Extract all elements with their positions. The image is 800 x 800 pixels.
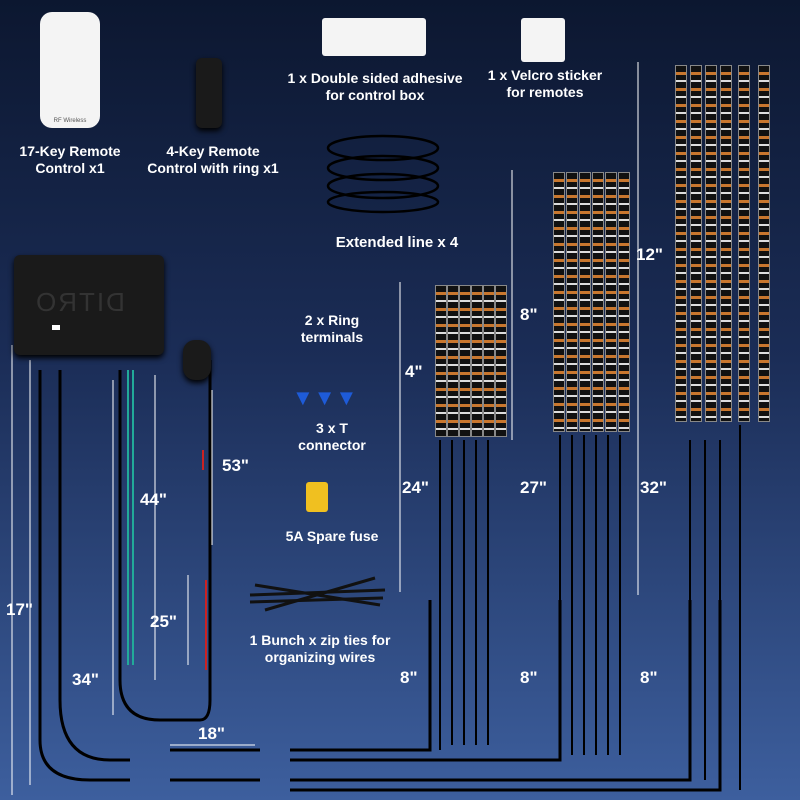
extension-8in-label-3: 8" <box>640 668 658 687</box>
wire-27in-label: 27" <box>520 478 547 497</box>
led-8in-strip <box>579 172 591 432</box>
led-4in-strip <box>459 285 471 437</box>
double-sided-adhesive-image <box>322 18 426 56</box>
strip-8in-label: 8" <box>520 305 538 324</box>
led-12in-strip <box>705 65 717 422</box>
fuse-icon <box>306 482 328 512</box>
zip-ties-image <box>249 576 386 612</box>
led-4in-strip <box>495 285 507 437</box>
velcro-sticker-image <box>521 18 565 62</box>
led-12in-strip <box>758 65 770 422</box>
17-key-remote-image: RF Wireless <box>40 12 100 128</box>
switch-53in-label: 53" <box>222 456 249 475</box>
led-8in-strip <box>605 172 617 432</box>
extended-lines-image <box>326 134 440 214</box>
led-8in-strip <box>592 172 604 432</box>
wire-25in-label: 25" <box>150 612 177 631</box>
led-4in-strip <box>483 285 495 437</box>
led-12in-strip <box>738 65 750 422</box>
control-box-logo: DITRO <box>34 287 125 317</box>
led-8in-strip <box>618 172 630 432</box>
wire-34in-label: 34" <box>72 670 99 689</box>
t-connector-icon: ▼▼▼ <box>292 385 358 410</box>
led-8in-strip <box>553 172 565 432</box>
strip-4in-label: 4" <box>405 362 423 381</box>
wire-24in-label: 24" <box>402 478 429 497</box>
wire-32in-label: 32" <box>640 478 667 497</box>
extension-8in-label-1: 8" <box>400 668 418 687</box>
wire-18in-label: 18" <box>198 724 225 743</box>
extension-8in-label-2: 8" <box>520 668 538 687</box>
wire-44in-label: 44" <box>140 490 167 509</box>
wire-17in-label: 17" <box>6 600 33 619</box>
strip-12in-label: 12" <box>636 245 663 264</box>
fuse-label: 5A Spare fuse <box>285 528 379 544</box>
led-4in-strip <box>471 285 483 437</box>
4-key-remote-image <box>196 58 222 128</box>
control-box: DITRO <box>14 255 164 355</box>
switch-button <box>183 340 211 380</box>
led-4in-strip <box>447 285 459 437</box>
led-8in-strip <box>566 172 578 432</box>
led-4in-strip <box>435 285 447 437</box>
rf-wireless-badge: RF Wireless <box>53 118 87 124</box>
led-12in-strip <box>720 65 732 422</box>
led-12in-strip <box>675 65 687 422</box>
extended-line-label: Extended line x 4 <box>335 234 459 251</box>
led-12in-strip <box>690 65 702 422</box>
